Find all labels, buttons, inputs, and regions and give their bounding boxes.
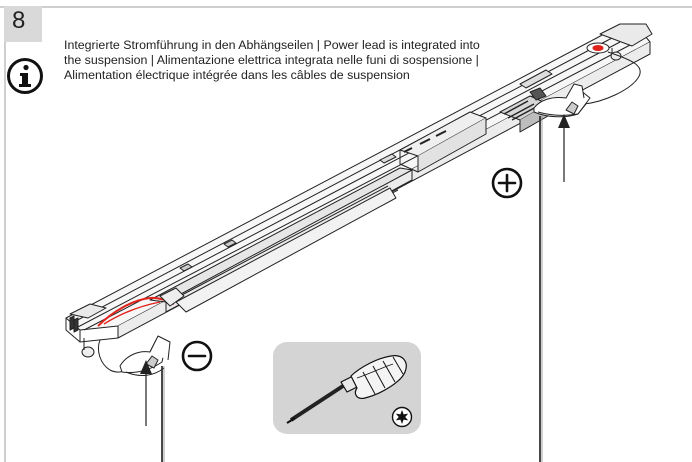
tool-panel [273,342,421,434]
step-number: 8 [12,7,26,34]
step-number-box: 8 [4,6,42,42]
right-arrow [558,114,570,182]
right-suspension-clip [533,51,641,118]
luminaire-profile [65,23,653,358]
panel-border-top [0,6,692,8]
panel-border-left [4,6,6,462]
left-suspension-clip [97,335,171,376]
left-arrow [140,360,152,426]
caption-text: Integrierte Stromführung in den Abhängse… [64,38,480,82]
info-icon [7,58,43,94]
plus-icon [491,167,523,199]
minus-icon [181,340,213,372]
torx-icon [391,406,413,428]
torx-screwdriver-icon [286,355,407,424]
